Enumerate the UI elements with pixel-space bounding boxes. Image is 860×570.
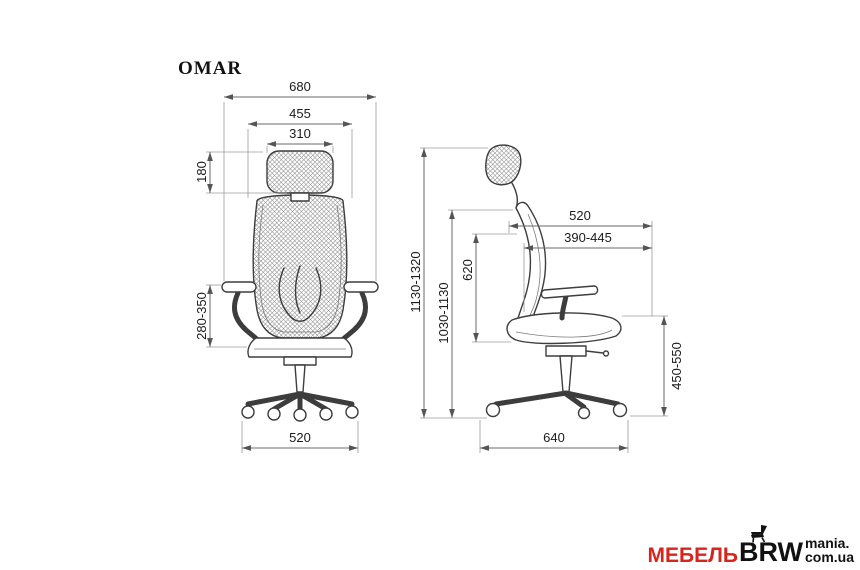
dim-front-headrest-height: 180	[194, 151, 287, 194]
seat-crease-side	[515, 329, 613, 338]
caster-wheel	[577, 406, 591, 420]
caster-wheel	[345, 405, 359, 419]
dim-side-height-without-headrest: 1030-1130	[436, 209, 513, 418]
caster-wheel	[293, 408, 307, 422]
caster-wheel	[485, 402, 501, 418]
dim-side-backrest-height: 620	[460, 233, 517, 343]
backrest-inner-frame	[258, 204, 342, 333]
base-leg	[563, 391, 587, 410]
base-leg	[245, 391, 303, 407]
dim-label-top-depth: 520	[569, 208, 591, 223]
dim-label-headrest-height: 180	[194, 161, 209, 183]
dim-front-base-width: 520	[241, 421, 359, 453]
armrest-post-right	[339, 290, 369, 343]
headrest-bracket-side	[511, 182, 519, 209]
dim-label-overall-height: 1130-1320	[408, 251, 423, 312]
dim-side-seat-height: 450-550	[622, 315, 684, 417]
lumbar-support-lines	[278, 265, 322, 322]
tilt-lever-knob	[602, 350, 610, 357]
caster-wheel	[612, 402, 628, 418]
seat-mechanism	[283, 356, 317, 366]
base-leg	[493, 390, 569, 407]
dim-label-base-depth: 640	[543, 430, 565, 445]
armrest-post-left	[231, 290, 261, 343]
dim-label-base-width: 520	[289, 430, 311, 445]
tilt-lever	[585, 350, 604, 354]
dim-side-seat-depth: 390-445	[523, 230, 652, 312]
dim-front-armrest-height: 280-350	[194, 284, 247, 348]
chair-icon	[750, 525, 767, 543]
caster-wheel	[267, 407, 281, 421]
dim-label-headrest-width: 310	[289, 126, 311, 141]
dim-label-seat-depth: 390-445	[564, 230, 612, 245]
base-leg	[271, 391, 303, 412]
armrest-pad-left	[221, 281, 257, 293]
watermark-brand-black: BRW	[738, 537, 803, 567]
base-leg	[297, 391, 355, 407]
dim-side-top-depth: 520	[508, 208, 653, 316]
side-view-chair	[485, 144, 628, 420]
dim-label-height-without-headrest: 1030-1130	[436, 282, 451, 343]
watermark-suffix-line1: mania.	[804, 534, 850, 551]
dim-front-overall-width: 680	[223, 79, 377, 281]
caster-wheel	[241, 405, 255, 419]
dim-label-backrest-width: 455	[289, 106, 311, 121]
armrest-pad-side	[540, 285, 599, 299]
watermark-suffix-line2: com.ua	[804, 549, 854, 566]
seat-mechanism-side	[545, 345, 587, 357]
caster-wheel	[319, 407, 333, 421]
headrest-mount	[290, 192, 310, 202]
headrest	[266, 150, 334, 194]
armrest-post-side	[559, 293, 569, 321]
seat	[247, 337, 353, 358]
dim-label-overall-width: 680	[289, 79, 311, 94]
watermark-brand-black-wrap: BRW	[738, 525, 803, 567]
gas-lift	[294, 364, 306, 393]
dim-front-headrest-width: 310	[266, 126, 334, 153]
gas-lift-side	[559, 355, 573, 393]
dim-side-overall-height: 1130-1320	[408, 147, 488, 419]
watermark-suffix: mania. com.ua	[804, 534, 854, 566]
watermark: МЕБЕЛЬ BRW mania. com.ua	[647, 525, 854, 567]
headrest-side	[485, 144, 522, 186]
armrest-pad-right	[343, 281, 379, 293]
front-view-chair	[221, 150, 379, 422]
base-leg	[563, 390, 621, 407]
dim-label-backrest-height: 620	[460, 259, 475, 281]
watermark-brand-red: МЕБЕЛЬ	[647, 544, 738, 567]
dim-label-seat-height: 450-550	[669, 342, 684, 390]
dim-front-backrest-width: 455	[247, 106, 353, 198]
dim-label-armrest-height: 280-350	[194, 292, 209, 340]
model-title: OMAR	[178, 58, 243, 79]
dim-side-base-depth: 640	[479, 420, 629, 453]
